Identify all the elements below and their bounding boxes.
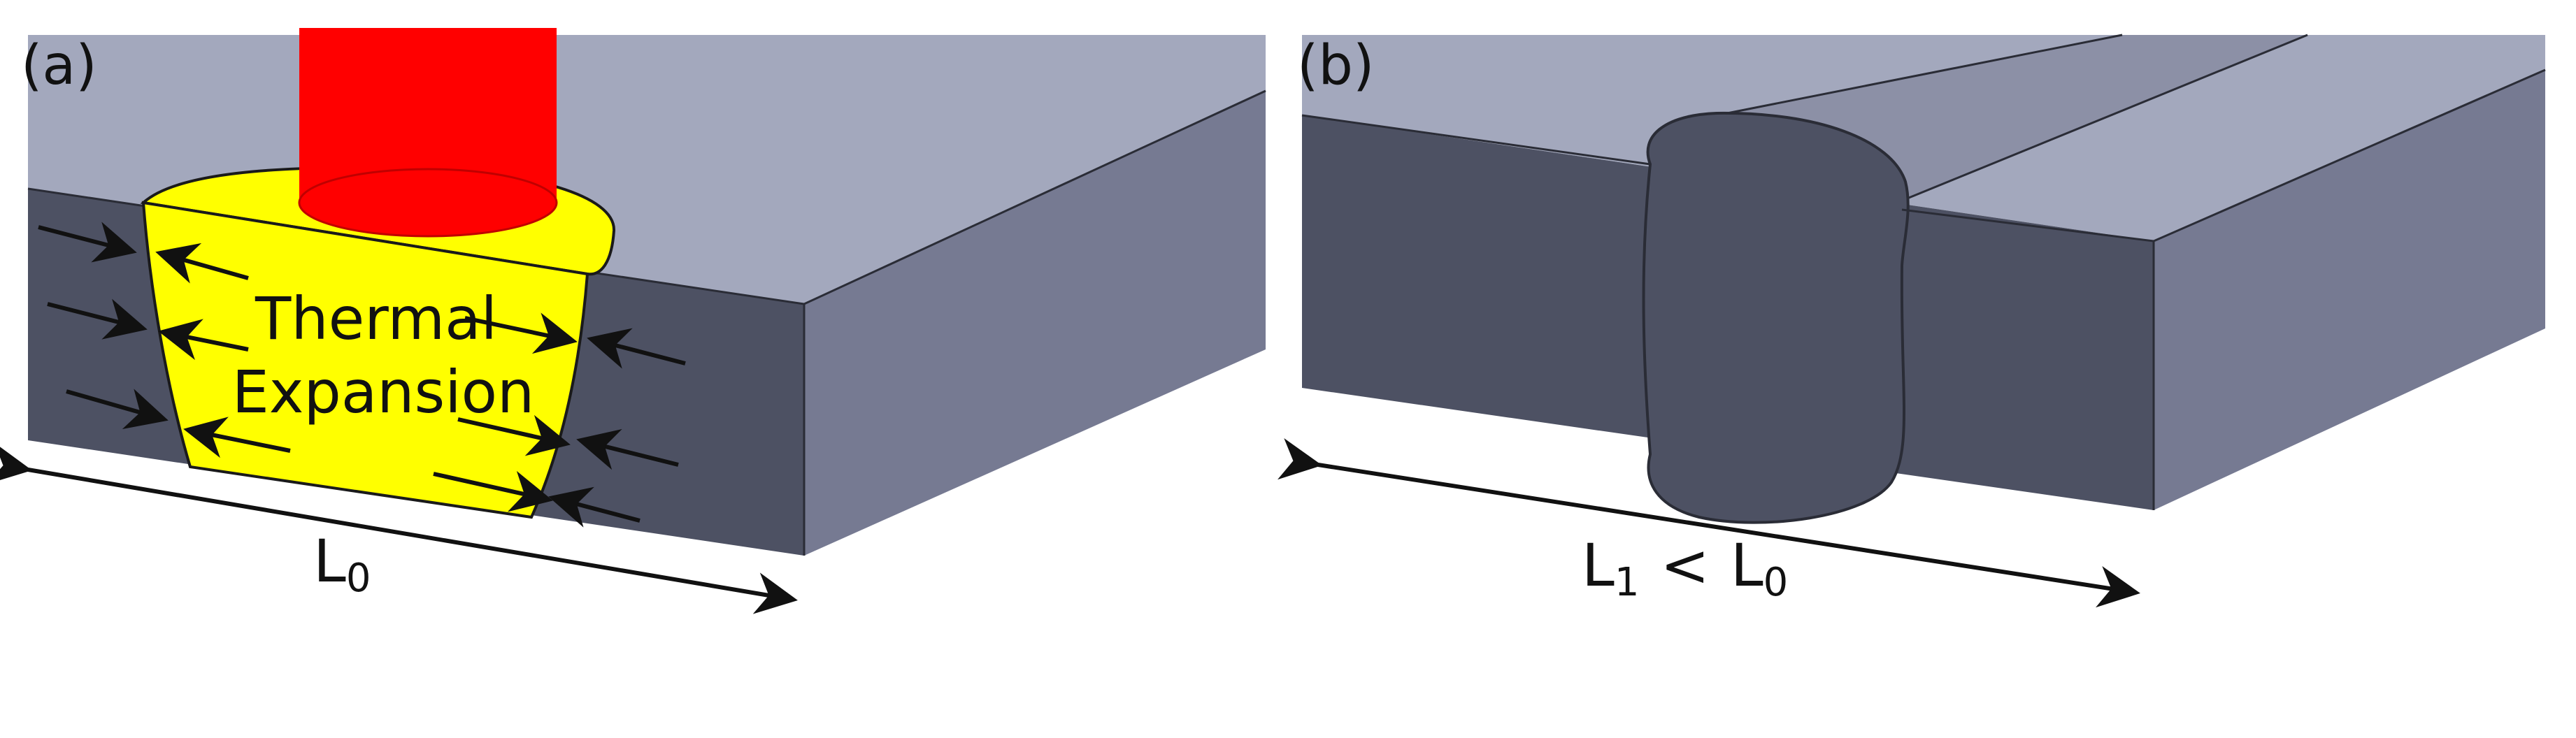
weld-bead-cross-section (1642, 111, 1910, 524)
plate-a-side-face (804, 91, 1266, 556)
panel-a: Thermal Expansion L0 (a) (0, 28, 1266, 614)
double-headed-arrow-icon (0, 442, 798, 614)
annotation-line-1: Thermal (255, 284, 497, 353)
expansion-arrow-icon (464, 312, 578, 354)
compression-arrow-icon (587, 328, 686, 369)
length-label-a: L0 (313, 527, 371, 601)
plate-b-side-face (2154, 70, 2545, 510)
annotation-line-2: Expansion (232, 358, 535, 426)
expansion-arrow-icon (155, 243, 249, 284)
expansion-arrow-icon (158, 319, 249, 361)
double-headed-arrow-icon (1278, 438, 2140, 608)
compression-arrow-icon (38, 222, 137, 263)
panel-label-a: (a) (21, 34, 97, 97)
compression-arrow-icon (66, 389, 169, 430)
length-relation-label: L1<L0 (1582, 531, 1788, 605)
laser-beam-icon (298, 28, 558, 238)
expansion-arrow-icon (457, 414, 571, 456)
panel-b: L1<L0 (b) (1278, 34, 2546, 608)
compression-arrow-icon (47, 298, 148, 340)
panel-label-b: (b) (1297, 34, 1374, 97)
